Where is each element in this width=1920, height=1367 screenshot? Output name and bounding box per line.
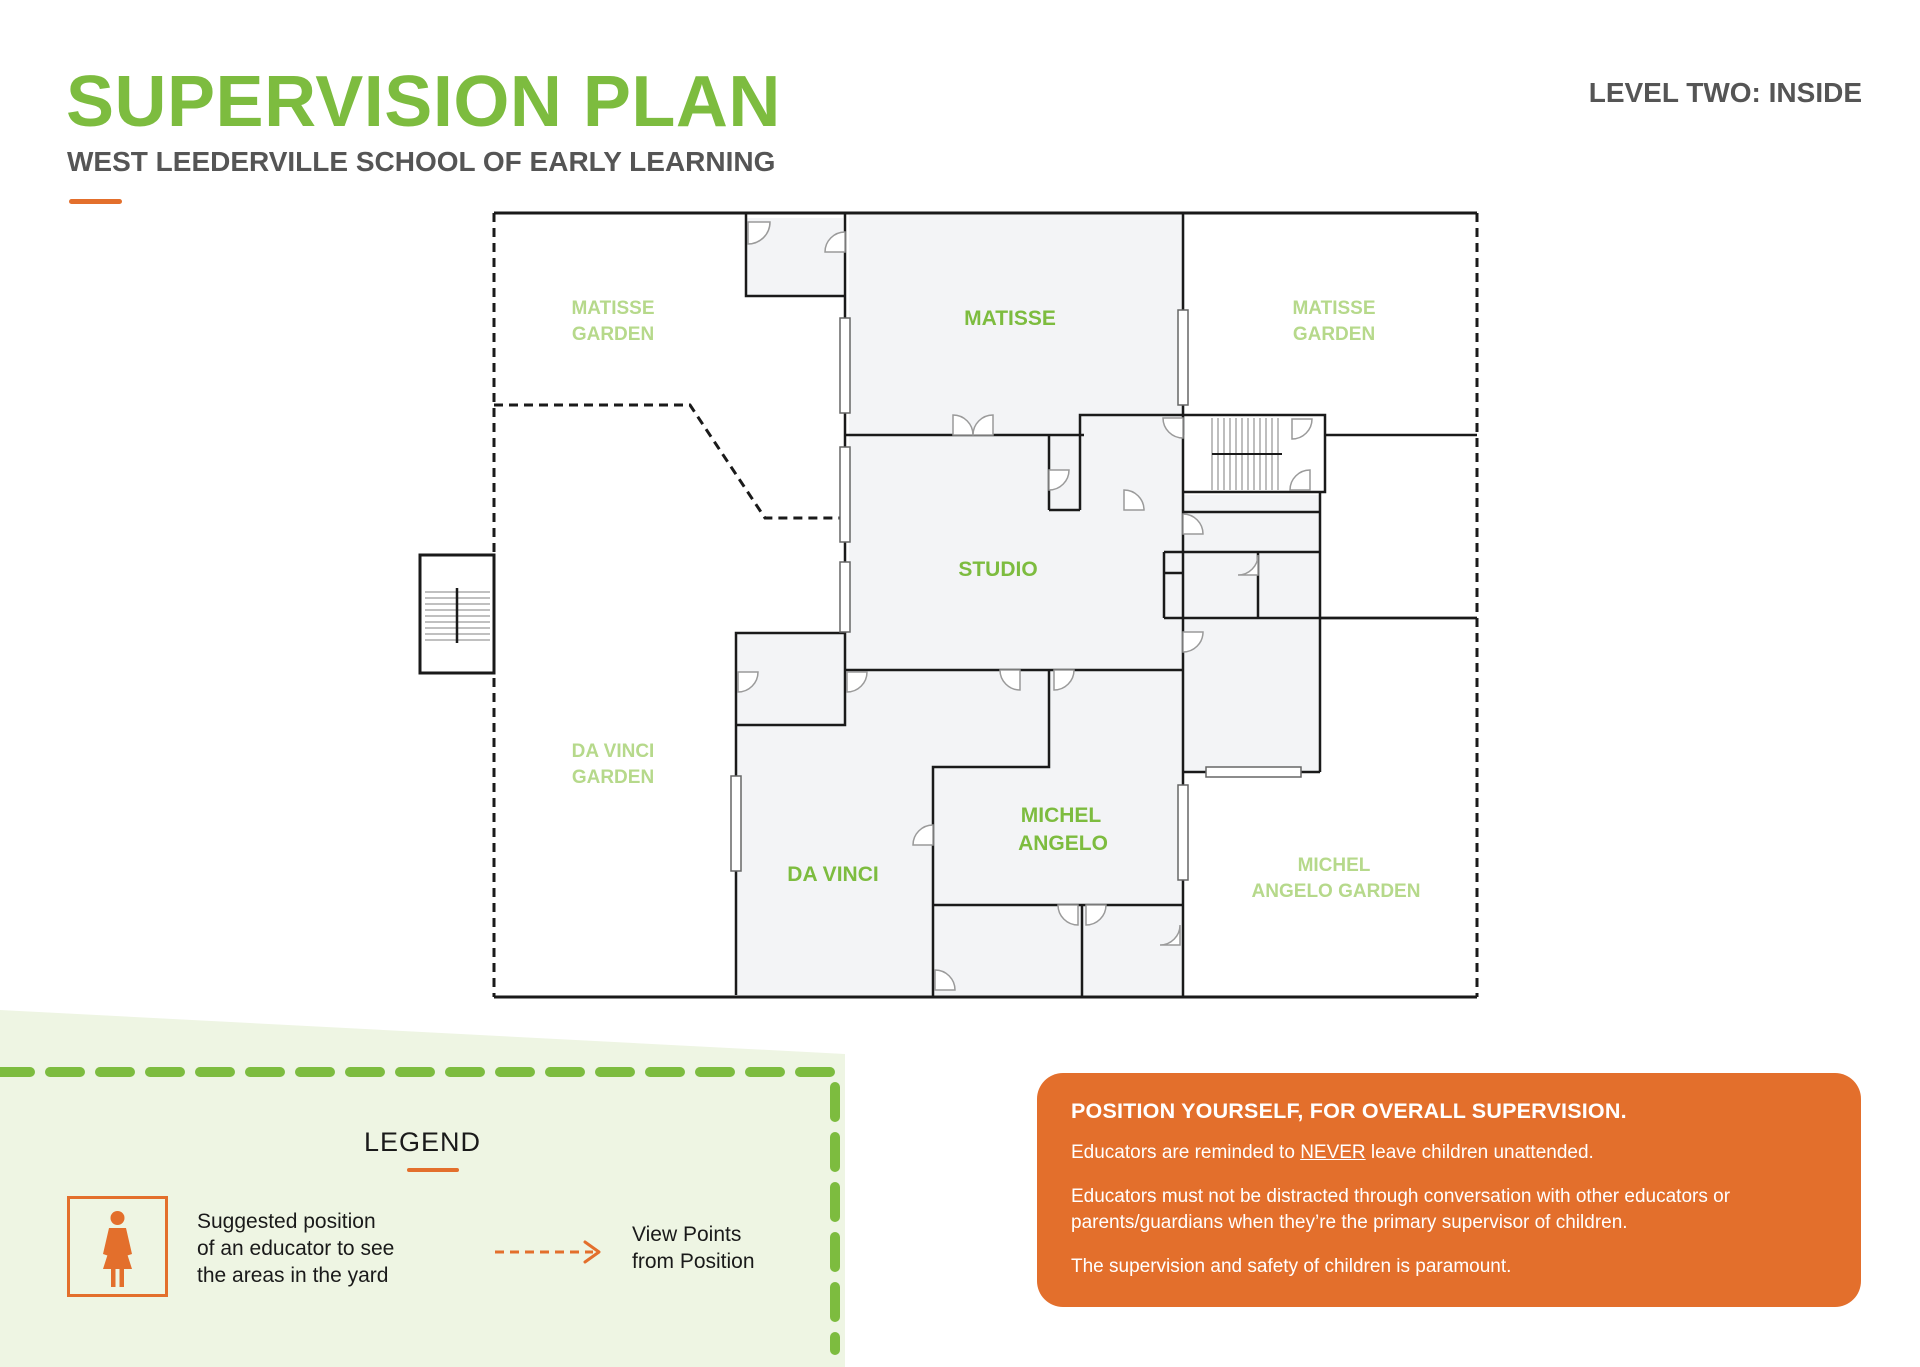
door-swing-icon [912,824,934,846]
matisse-room [849,215,1185,435]
notice-heading: POSITION YOURSELF, FOR OVERALL SUPERVISI… [1071,1099,1627,1123]
door-swing-icon [1057,904,1079,926]
notice-text: leave children unattended. [1365,1142,1594,1163]
door-swing-icon [1182,513,1204,535]
site-boundary [492,211,1479,999]
legend-title: LEGEND [364,1127,482,1157]
room-fills [736,215,1321,995]
notice-line-2: Educators must not be distracted through… [1071,1186,1731,1233]
door-swing-icon [1291,418,1313,440]
title-accent-bar [69,199,122,204]
notice-text: Educators are reminded to [1071,1142,1301,1163]
legend-underline [407,1168,459,1172]
door-swing-icon [824,231,846,253]
door-swing-icon [1085,904,1107,926]
person-figure-icon [67,1196,168,1297]
label-matisse: MATISSE [964,307,1056,330]
legend-line: of an educator to see [197,1237,395,1260]
educator-legend-text: Suggested position of an educator to see… [197,1208,437,1289]
stairs-left [418,553,496,675]
legend-panel [0,1010,845,1367]
legend-line: View Points [632,1223,742,1246]
door-swing-icon [1182,631,1204,653]
legend-line: the areas in the yard [197,1264,389,1287]
label-michel-angelo: MICHEL [1021,804,1102,827]
door-swing-icon [1289,469,1311,491]
room-labels: MATISSE GARDEN MATISSE MATISSE GARDEN ST… [571,298,1420,902]
door-swing-icon [1123,489,1145,511]
notice-line-1: Educators are reminded to NEVER leave ch… [1071,1140,1827,1166]
supervision-notice: POSITION YOURSELF, FOR OVERALL SUPERVISI… [1037,1073,1861,1307]
label-michel-angelo-garden: MICHEL [1298,855,1371,876]
label-da-vinci: DA VINCI [787,863,878,886]
stairs-top [1211,418,1282,490]
view-points-legend-text: View Points from Position [632,1221,755,1275]
door-swing-icon [972,414,994,436]
page-title: SUPERVISION PLAN [66,62,781,142]
label-matisse-garden-left-2: GARDEN [572,324,654,345]
door-swing-icon [1048,469,1070,491]
legend-line: Suggested position [197,1210,376,1233]
door-swing-icon [846,671,868,693]
legend-line: from Position [632,1250,755,1273]
service-rooms [1183,495,1321,773]
door-swing-icon [737,671,759,693]
label-da-vinci-garden-2: GARDEN [572,767,654,788]
door-swing-icon [934,969,956,991]
windows [730,309,1302,881]
page-subtitle: WEST LEEDERVILLE SCHOOL OF EARLY LEARNIN… [67,146,776,177]
label-studio: STUDIO [958,558,1037,581]
label-matisse-garden-right: MATISSE [1292,298,1375,319]
notice-emphasis: NEVER [1300,1142,1366,1163]
level-label: LEVEL TWO: INSIDE [1588,77,1862,108]
door-swing-icon [747,221,771,245]
label-da-vinci-garden: DA VINCI [572,741,655,762]
door-swing-icon [1053,669,1075,691]
label-michel-angelo-garden-2: ANGELO GARDEN [1252,881,1421,902]
label-matisse-garden-right-2: GARDEN [1293,324,1375,345]
notice-line-3: The supervision and safety of children i… [1071,1256,1512,1277]
door-swing-icon [1162,417,1184,439]
label-michel-angelo-2: ANGELO [1018,832,1108,855]
dashed-arrow-icon [495,1240,601,1264]
door-swing-icon [1237,554,1259,576]
label-matisse-garden-left: MATISSE [571,298,654,319]
door-swing-icon [999,669,1021,691]
lower-rooms [933,905,1183,995]
michel-angelo-room [933,670,1183,905]
door-swing-icon [1159,924,1181,946]
